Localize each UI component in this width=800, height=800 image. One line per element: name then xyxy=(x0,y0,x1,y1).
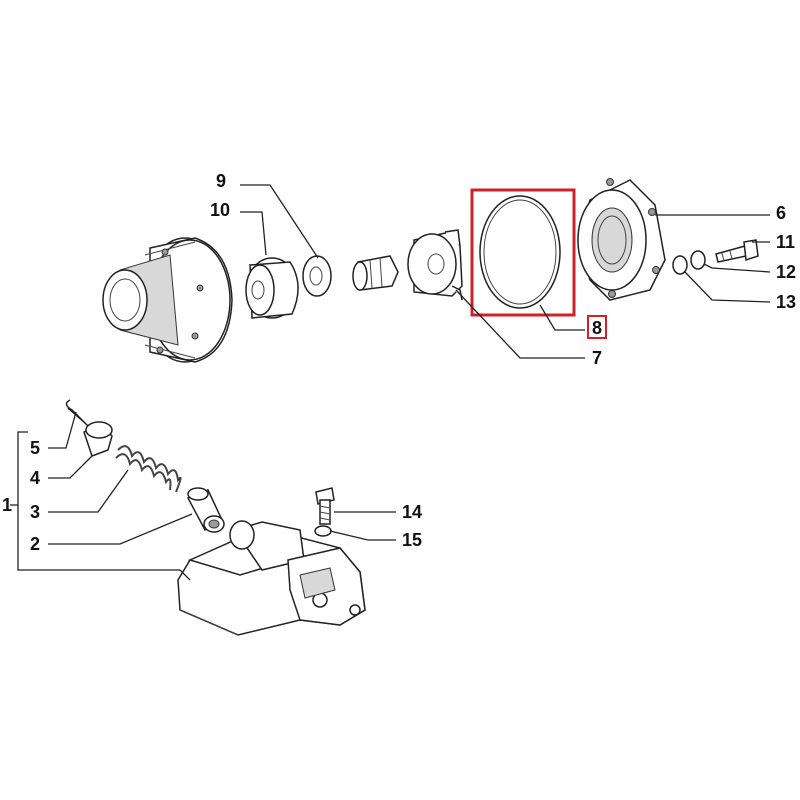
label-14: 14 xyxy=(402,502,422,522)
label-10: 10 xyxy=(210,200,230,220)
part-9-washer xyxy=(302,255,332,297)
label-8: 8 xyxy=(592,318,602,338)
part-15-washer xyxy=(314,525,332,537)
label-8-box xyxy=(587,315,607,339)
part-5-cotter-pin xyxy=(65,399,89,427)
label-12: 12 xyxy=(776,262,796,282)
part-2-bushing xyxy=(186,487,225,533)
label-15: 15 xyxy=(402,530,422,550)
part-6-flange-housing xyxy=(577,178,666,301)
part-10-collar xyxy=(245,257,299,319)
shaft-fitting xyxy=(352,255,399,291)
part-14-bolt xyxy=(315,487,335,525)
leader-lines xyxy=(10,184,771,581)
label-1: 1 xyxy=(2,495,12,515)
label-4: 4 xyxy=(30,468,40,488)
bell-housing xyxy=(102,237,233,363)
part-7-cover xyxy=(407,229,463,301)
label-5: 5 xyxy=(30,438,40,458)
label-6: 6 xyxy=(776,203,786,223)
label-2: 2 xyxy=(30,534,40,554)
part-13-washer xyxy=(672,255,688,275)
label-9: 9 xyxy=(216,171,226,191)
label-13: 13 xyxy=(776,292,796,312)
part-8-o-ring xyxy=(479,195,561,309)
selector-housing xyxy=(177,520,366,636)
part-11-bolt xyxy=(715,239,759,263)
label-7: 7 xyxy=(592,348,602,368)
highlight-box xyxy=(470,188,576,317)
part-4-cup xyxy=(83,421,113,457)
label-3: 3 xyxy=(30,502,40,522)
label-11: 11 xyxy=(776,232,795,252)
part-12-washer xyxy=(690,250,706,270)
part-3-spring xyxy=(115,445,182,493)
